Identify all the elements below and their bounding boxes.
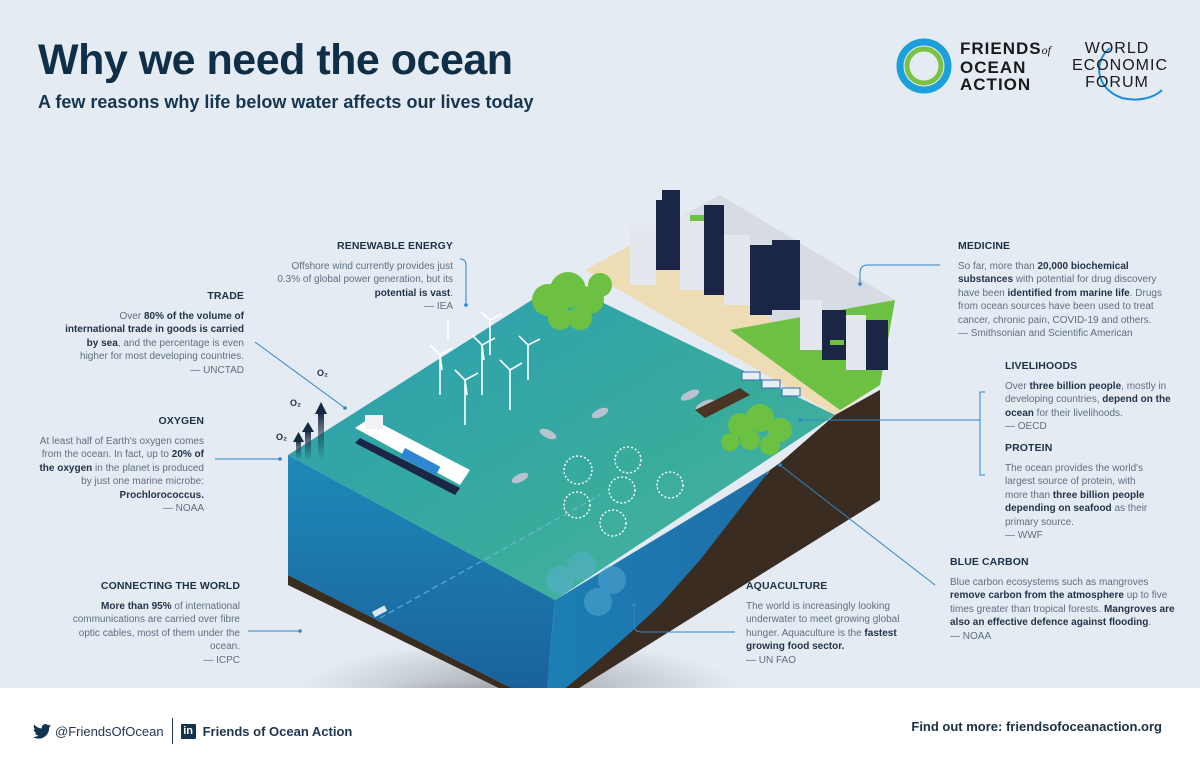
fact-highlight: 20,000 biochemical substances [958,260,1129,286]
linkedin-page-link[interactable]: Friends of Ocean Action [202,723,353,739]
fact-highlight: Mangroves are also an effective defence … [950,603,1175,629]
fact-heading: RENEWABLE ENERGY [337,240,453,252]
fact-source: — ICPC [203,654,240,666]
fact-text: . [450,287,453,299]
fact-renewable-energy: RENEWABLE ENERGY Offshore wind currently… [275,240,453,314]
fact-heading: BLUE CARBON [950,556,1029,568]
footer-divider [171,718,173,744]
fact-highlight: 20% of the oxygen [39,449,204,474]
fact-text: So far, more than [958,260,1038,272]
page-subtitle: A few reasons why life below water affec… [38,92,534,112]
linkedin-icon[interactable]: in [180,723,196,739]
wef-text-world: WORLD [1084,40,1150,57]
fact-text: as their primary source. [1005,503,1148,528]
friends-of-ocean-action-logo: FRIENDSof OCEAN ACTION [896,38,1051,94]
fact-source: — NOAA [950,630,992,642]
fact-text: for their livelihoods. [1033,407,1123,419]
fact-highlight: potential is vast [374,287,451,299]
wef-text-economic: ECONOMIC [1072,57,1168,74]
fact-text: , mostly in developing countries, [1005,380,1167,406]
fact-connecting-the-world: CONNECTING THE WORLD More than 95% of in… [60,580,240,667]
fact-heading: AQUACULTURE [746,580,828,592]
fact-highlight: More than 95% [101,600,172,612]
wef-arc-icon [1098,47,1163,101]
fact-highlight: three billion people [1029,380,1122,392]
fact-medicine: MEDICINE So far, more than 20,000 bioche… [958,240,1168,341]
fact-text: Offshore wind currently provides just 0.… [277,260,453,286]
svg-text:O₂: O₂ [317,368,328,378]
fact-source: — WWF [1005,530,1043,541]
wef-text-forum: FORUM [1085,74,1149,91]
fact-source: — OECD [1005,421,1047,432]
fact-text: Over [1005,380,1030,392]
fact-protein: PROTEIN The ocean provides the world's l… [1005,442,1155,543]
oxygen-arrows [293,402,327,460]
fact-text: The world is increasingly looking underw… [746,600,900,639]
fact-blue-carbon: BLUE CARBON Blue carbon ecosystems such … [950,556,1180,643]
fact-heading: MEDICINE [958,240,1011,252]
fact-highlight: identified from marine life [1007,287,1130,299]
ocean-ring-icon [896,38,952,94]
logo-text-of: of [1041,42,1051,57]
fact-text: in the planet is produced by just one ma… [81,462,204,488]
fact-text: Over [119,310,144,322]
fact-text: At least half of Earth's oxygen comes fr… [39,435,204,461]
logo-text-ocean: OCEAN [960,57,1027,77]
fact-highlight: depend on the ocean [1005,394,1171,419]
svg-text:O₂: O₂ [276,432,287,442]
world-economic-forum-logo: WORLD ECONOMIC FORUM [1072,40,1182,105]
fact-trade: TRADE Over 80% of the volume of internat… [60,290,244,377]
page-title: Why we need the ocean [38,36,513,84]
logo-text-friends: FRIENDS [960,38,1042,58]
fact-livelihoods: LIVELIHOODS Over three billion people, m… [1005,360,1175,434]
fact-heading: LIVELIHOODS [1005,360,1078,372]
fact-text: The ocean provides the world's largest s… [1005,462,1144,501]
fact-heading: OXYGEN [158,415,204,427]
twitter-handle-link[interactable]: @FriendsOfOcean [55,723,164,739]
fact-oxygen: OXYGEN At least half of Earth's oxygen c… [30,415,204,516]
fact-text: with potential for drug discovery have b… [958,274,1157,299]
footer: @FriendsOfOcean in Friends of Ocean Acti… [0,688,1200,767]
fact-highlight: Prochlorococcus. [119,489,204,501]
fact-text: , and the percentage is even higher for … [80,337,244,363]
find-out-more-link[interactable]: Find out more: friendsofoceanaction.org [911,719,1162,734]
fact-heading: CONNECTING THE WORLD [100,580,240,592]
fact-text: . Drugs from ocean sources have been use… [958,287,1162,326]
fact-text: Blue carbon ecosystems such as mangroves [950,576,1149,588]
fact-source: — UNCTAD [190,364,244,376]
fact-heading: TRADE [207,290,244,302]
svg-text:O₂: O₂ [290,398,301,408]
fact-text: up to five times greater than tropical f… [950,590,1168,615]
fact-source: — IEA [424,301,453,312]
fact-source: — Smithsonian and Scientific American [958,328,1133,339]
fact-highlight: 80% of the volume of international trade… [65,310,244,349]
fact-source: — UN FAO [746,654,797,666]
logo-text-action: ACTION [960,74,1032,94]
twitter-bird-icon[interactable] [33,723,51,739]
fact-text: of international communications are carr… [72,600,240,653]
fact-heading: PROTEIN [1005,442,1053,454]
social-links: @FriendsOfOcean in Friends of Ocean Acti… [33,718,352,744]
fact-highlight: fastest growing food sector. [746,627,897,653]
fact-source: — NOAA [162,503,204,514]
fact-highlight: remove carbon from the atmosphere [950,590,1124,601]
fact-aquaculture: AQUACULTURE The world is increasingly lo… [746,580,916,667]
fact-highlight: three billion people depending on seafoo… [1005,489,1145,515]
fact-text: . [1148,617,1152,628]
